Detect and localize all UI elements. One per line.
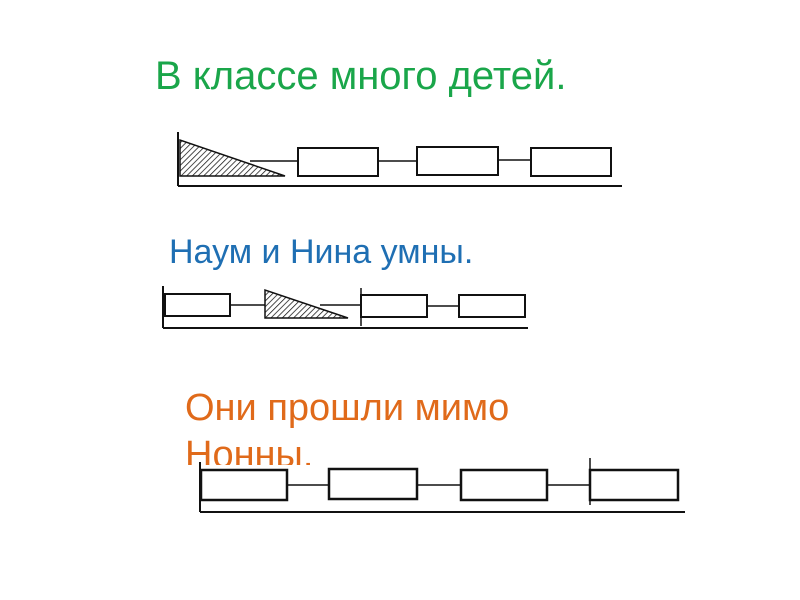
sentence-1: В классе много детей. bbox=[155, 54, 567, 98]
sentence-3: Они прошли мимо Нонны. bbox=[185, 387, 510, 465]
scheme-1-word-3 bbox=[416, 146, 499, 176]
scheme-1-word-2 bbox=[297, 147, 379, 177]
scheme-1-word-1-triangle bbox=[179, 138, 286, 177]
sentence-2: Наум и Нина умны. bbox=[169, 233, 474, 271]
scheme-1-word-4 bbox=[530, 147, 612, 177]
